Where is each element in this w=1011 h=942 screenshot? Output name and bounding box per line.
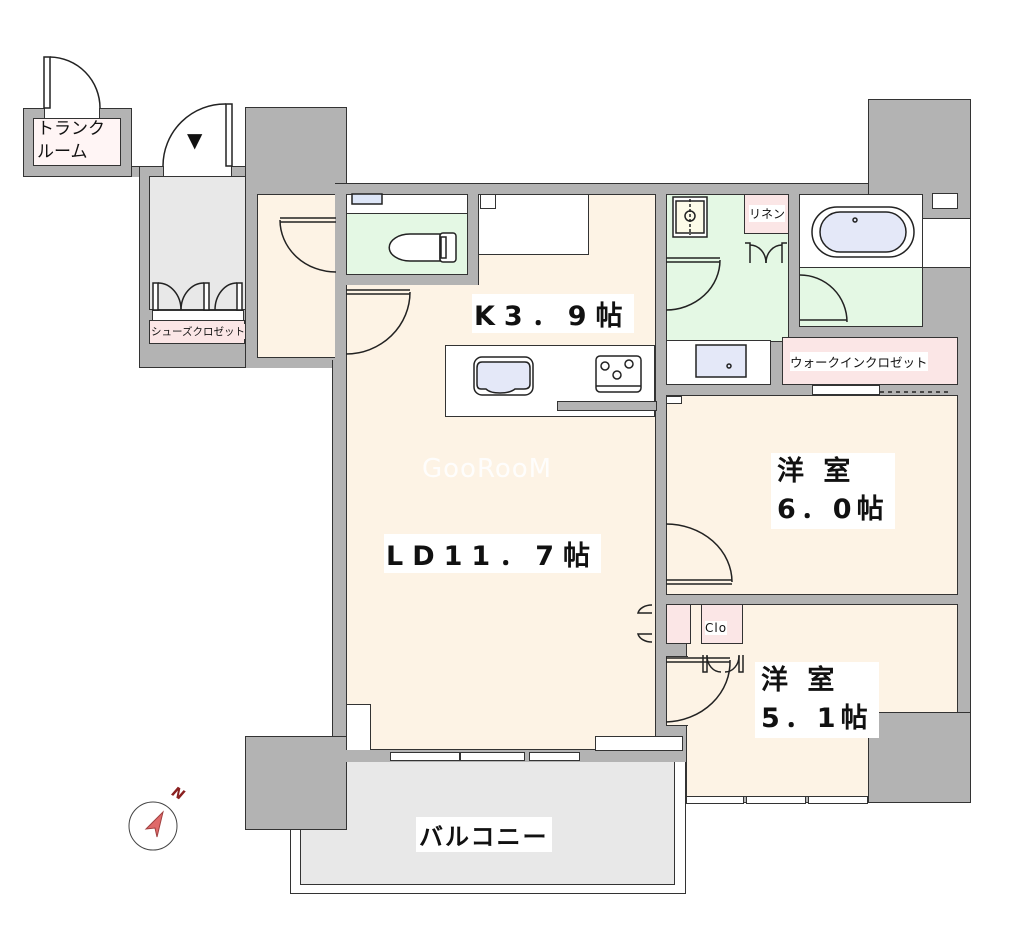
shoe-closet-door-icons[interactable] <box>152 282 243 311</box>
western-room-2-label: 洋 室 5．1帖 <box>755 662 879 738</box>
entry-door[interactable] <box>162 103 233 167</box>
bathroom-door[interactable] <box>799 274 848 323</box>
western-room-1-label: 洋 室 6．0帖 <box>771 453 895 529</box>
toilet-bowl-icon <box>388 232 457 263</box>
wic-door <box>812 385 880 395</box>
bathtub-icon <box>811 206 915 258</box>
refrigerator-space <box>478 194 589 255</box>
room2-window-3 <box>808 796 868 804</box>
ld-window-sash-1 <box>390 752 460 761</box>
ld-storage <box>666 604 691 644</box>
linen-doors[interactable] <box>745 242 787 264</box>
kitchen-label: K3．9帖 <box>472 294 634 333</box>
washbasin-icon <box>695 344 747 378</box>
structural-column-bottom-right <box>868 712 971 803</box>
ld-niche <box>346 704 371 752</box>
ld-door[interactable] <box>345 289 411 355</box>
entry-door-opening <box>163 166 232 177</box>
kitchen-sink-icon <box>473 356 534 396</box>
washroom-door[interactable] <box>665 257 721 311</box>
western-room-1-door[interactable] <box>665 523 733 585</box>
pillar-box <box>480 194 496 209</box>
structural-column-bottom-left-overlay <box>245 736 347 830</box>
bath-window <box>922 218 970 268</box>
watermark: GooRooM <box>422 454 553 484</box>
walk-in-closet-label: ウォークインクロゼット <box>790 352 928 371</box>
living-dining-label: LD11．7帖 <box>384 534 601 573</box>
counter-partition <box>557 401 657 411</box>
gas-stove-icon <box>595 355 642 393</box>
ld-storage-doors[interactable] <box>637 604 653 643</box>
small-opening <box>666 396 682 404</box>
compass-icon <box>128 801 178 851</box>
trunk-room-door[interactable] <box>43 56 101 109</box>
trunk-room <box>33 118 121 166</box>
toilet-sink-icon <box>351 193 383 205</box>
ld-window-sash-2 <box>460 752 525 761</box>
toilet-door[interactable] <box>279 217 337 273</box>
ld-bench-box <box>595 736 683 751</box>
western-room-2-entry <box>666 656 688 726</box>
room2-window-2 <box>746 796 806 804</box>
ld-window-sash-3 <box>529 752 580 761</box>
vent-box <box>932 193 958 209</box>
shoe-closet-label: シューズクロゼット <box>151 324 245 339</box>
room2-window-1 <box>686 796 744 804</box>
washing-machine-pan-icon <box>672 196 708 238</box>
western-room-2-door[interactable] <box>665 657 731 723</box>
structural-column-top-right <box>868 99 971 209</box>
trunk-room-door-opening <box>44 108 100 118</box>
structural-column-top-left <box>245 107 347 195</box>
ld-left-wall <box>332 360 348 760</box>
balcony-label: バルコニー <box>416 817 552 852</box>
linen-label: リネン <box>749 205 786 222</box>
bathroom <box>799 267 923 327</box>
closet-clo-label: Clo <box>705 621 728 635</box>
trunk-room-label: トランク ルーム <box>37 119 105 162</box>
entrance-marker: ▼ <box>187 128 203 152</box>
